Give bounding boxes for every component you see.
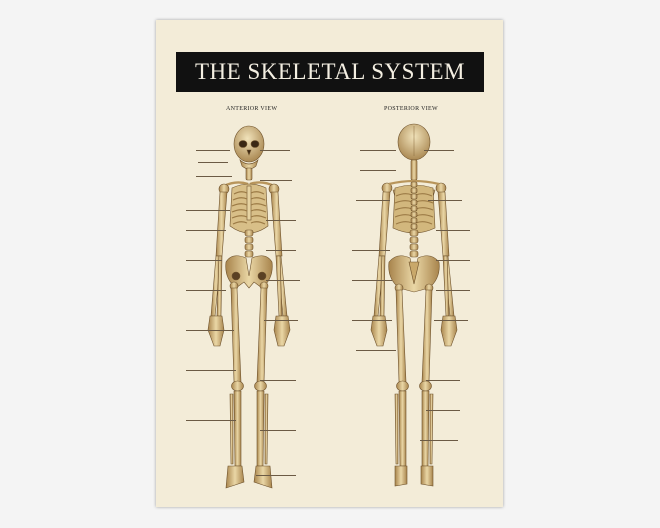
anterior-skeleton-illustration xyxy=(207,125,291,489)
posterior-view-label: POSTERIOR VIEW xyxy=(384,106,438,112)
skeletal-system-poster: THE SKELETAL SYSTEM ANTERIOR VIEW POSTER… xyxy=(156,20,503,507)
poster-title: THE SKELETAL SYSTEM xyxy=(194,59,465,84)
title-banner: THE SKELETAL SYSTEM xyxy=(176,52,484,92)
anterior-view-label: ANTERIOR VIEW xyxy=(226,106,278,112)
posterior-skeleton-illustration xyxy=(370,123,458,487)
